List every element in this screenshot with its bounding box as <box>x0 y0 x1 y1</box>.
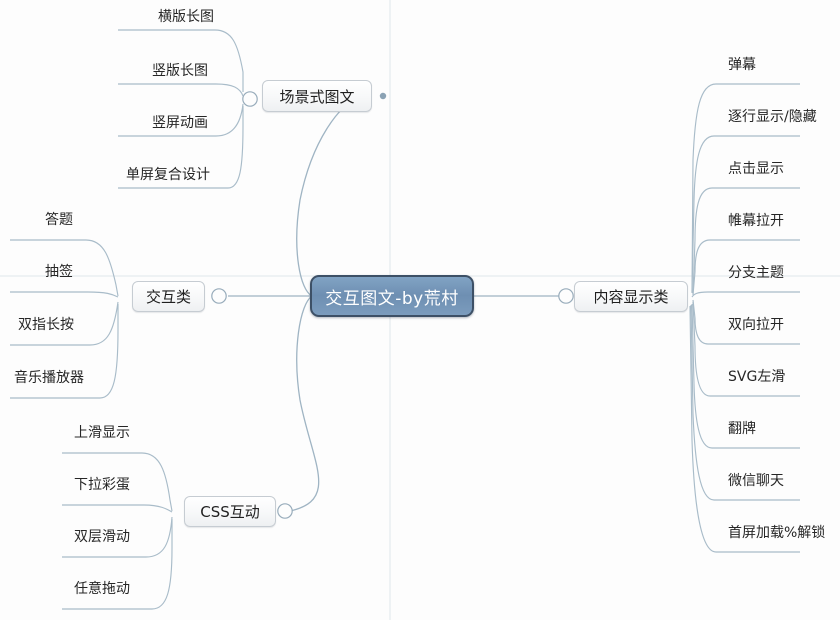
leaf-node[interactable]: 分支主题 <box>728 265 784 281</box>
leaf-node[interactable]: 微信聊天 <box>728 473 784 489</box>
leaf-node[interactable]: 单屏复合设计 <box>126 167 210 183</box>
root-node[interactable]: 交互图文-by荒村 <box>310 275 474 317</box>
leaf-node[interactable]: 双指长按 <box>18 317 74 333</box>
leaf-node[interactable]: 双层滑动 <box>74 529 130 545</box>
leaf-node[interactable]: 横版长图 <box>158 9 214 25</box>
branch-node-interactive[interactable]: 交互类 <box>132 281 205 312</box>
branch-node-content-label: 内容显示类 <box>593 288 669 306</box>
leaf-node[interactable]: 上滑显示 <box>74 425 130 441</box>
branch-node-css-label: CSS互动 <box>200 503 260 521</box>
leaf-node[interactable]: 音乐播放器 <box>14 370 84 386</box>
leaf-node[interactable]: 弹幕 <box>728 57 756 73</box>
leaf-node[interactable]: SVG左滑 <box>728 369 786 385</box>
leaf-node[interactable]: 双向拉开 <box>728 317 784 333</box>
branch-node-interactive-label: 交互类 <box>145 288 191 306</box>
leaf-node[interactable]: 抽签 <box>45 264 73 280</box>
branch-node-scene[interactable]: 场景式图文 <box>262 80 372 112</box>
leaf-node[interactable]: 答题 <box>45 212 73 228</box>
leaf-node[interactable]: 任意拖动 <box>74 581 130 597</box>
leaf-node[interactable]: 点击显示 <box>728 161 784 177</box>
leaf-node[interactable]: 翻牌 <box>728 421 756 437</box>
leaf-node[interactable]: 下拉彩蛋 <box>74 477 130 493</box>
branch-node-scene-label: 场景式图文 <box>279 87 355 106</box>
root-node-label: 交互图文-by荒村 <box>325 288 459 309</box>
leaf-node[interactable]: 竖屏动画 <box>152 115 208 131</box>
leaf-node[interactable]: 竖版长图 <box>152 63 208 79</box>
branch-node-css[interactable]: CSS互动 <box>184 496 276 527</box>
leaf-node[interactable]: 帷幕拉开 <box>728 213 784 229</box>
leaf-node[interactable]: 逐行显示/隐藏 <box>728 109 817 125</box>
leaf-node[interactable]: 首屏加载%解锁 <box>728 525 826 541</box>
branch-node-content[interactable]: 内容显示类 <box>574 281 688 312</box>
